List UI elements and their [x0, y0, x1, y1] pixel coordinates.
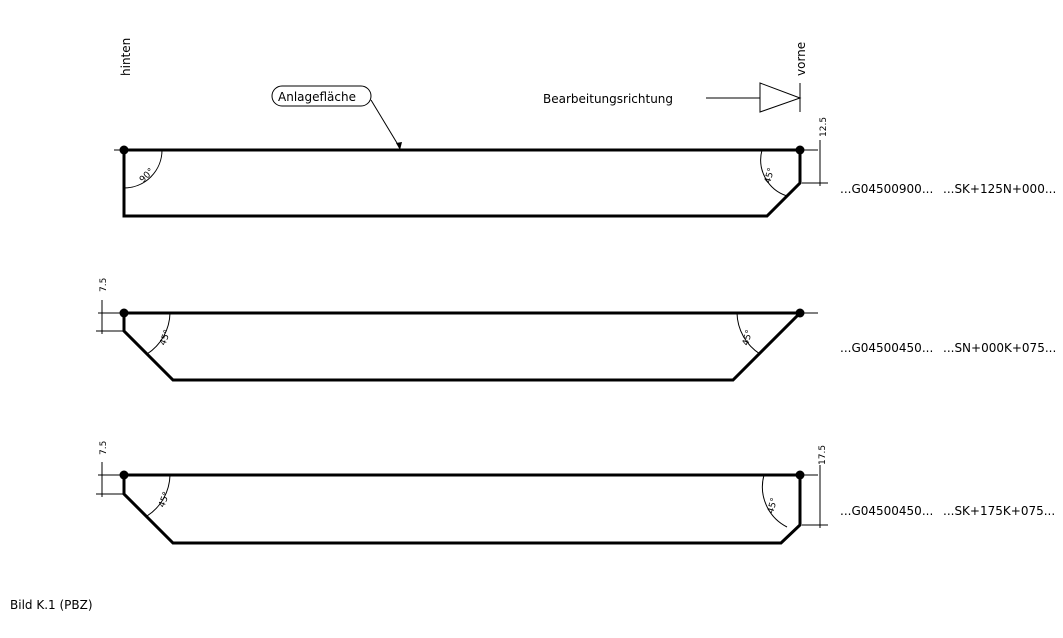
bearbeitungsrichtung-arrow: Bearbeitungsrichtung — [543, 82, 802, 113]
profile-1-dim-right: 12.5 — [819, 117, 829, 137]
profile-1-code-left: ...G04500900... — [840, 182, 933, 196]
profile-3: 45° 45° 7.5 17.5 ...G04500450... ...SK+1… — [96, 441, 1055, 545]
profile-3-angle-right: 45° — [766, 497, 780, 515]
profile-1: 90° 45° 12.5 ...G04500900... ...SK+125N+… — [114, 117, 1056, 218]
profile-2-code-left: ...G04500450... — [840, 341, 933, 355]
anlageflaeche-callout: Anlagefläche — [271, 85, 402, 150]
profile-1-angle-left: 90° — [138, 167, 156, 185]
direction-triangle-icon — [759, 82, 802, 113]
label-vorne: vorne — [794, 42, 808, 76]
bearbeitungsrichtung-label: Bearbeitungsrichtung — [543, 92, 673, 106]
label-hinten: hinten — [119, 38, 133, 76]
profile-3-code-right: ...SK+175K+075... — [943, 504, 1055, 518]
profile-1-angle-right: 45° — [763, 167, 777, 185]
profile-3-angle-left: 45° — [157, 491, 172, 509]
anlageflaeche-label: Anlagefläche — [278, 90, 356, 104]
figure-caption: Bild K.1 (PBZ) — [10, 598, 93, 612]
profile-2-code-right: ...SN+000K+075... — [943, 341, 1056, 355]
profile-2: 45° 45° 7.5 ...G04500450... ...SN+000K+0… — [96, 278, 1056, 382]
profile-2-dim-left: 7.5 — [99, 278, 109, 292]
profile-1-code-right: ...SK+125N+000... — [943, 182, 1056, 196]
profile-2-angle-right: 45° — [741, 329, 755, 347]
profile-2-angle-left: 45° — [158, 329, 173, 347]
profile-3-code-left: ...G04500450... — [840, 504, 933, 518]
profile-3-dim-right: 17.5 — [818, 445, 828, 465]
profile-3-dim-left: 7.5 — [99, 441, 109, 455]
